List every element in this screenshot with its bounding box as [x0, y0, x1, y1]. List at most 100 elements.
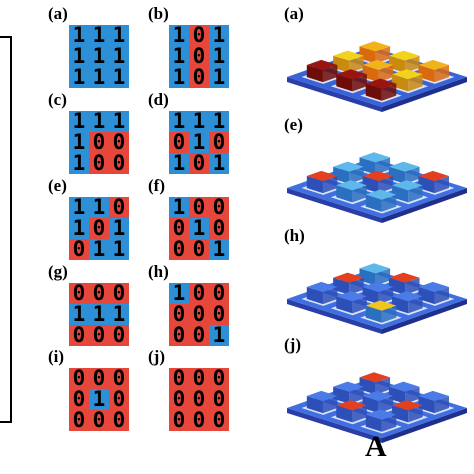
grid-cell: 1 — [69, 111, 89, 132]
block-top — [418, 390, 449, 402]
block-side — [365, 414, 382, 432]
grid-cell: 1 — [169, 111, 189, 132]
block-side — [352, 296, 367, 314]
block-side — [322, 396, 338, 414]
block-side — [365, 305, 382, 323]
block-side — [375, 157, 391, 175]
block-side — [322, 65, 338, 83]
block-top — [418, 281, 449, 293]
grid-cell: 0 — [89, 325, 109, 346]
grid-cell: 1 — [209, 25, 229, 46]
plate-edge — [287, 299, 382, 334]
grid-cell: 1 — [89, 389, 109, 410]
block-top — [306, 390, 338, 402]
grid-cell: 0 — [189, 325, 209, 346]
block-top — [333, 381, 364, 392]
figure-label: A — [365, 430, 387, 463]
block-top — [392, 400, 423, 411]
block-side — [408, 296, 423, 314]
grid-cell: 0 — [69, 283, 89, 304]
block-side — [349, 277, 364, 295]
block-side — [381, 305, 397, 323]
grid-cell: 1 — [69, 197, 89, 218]
block-top — [306, 170, 338, 182]
block-top — [333, 50, 364, 61]
grid-cell: 0 — [189, 46, 209, 67]
field-panel — [287, 372, 467, 443]
grid-cell: 1 — [89, 46, 109, 67]
grid-cell: 1 — [69, 153, 89, 174]
block-top — [359, 41, 391, 52]
grid-cell: 0 — [89, 153, 109, 174]
block-top — [392, 291, 423, 302]
block-top — [388, 381, 420, 392]
grid-cell: 0 — [169, 239, 189, 260]
grid-cell: 1 — [109, 67, 129, 88]
block-side — [381, 83, 397, 101]
grid-label: (b) — [148, 4, 169, 23]
grid-cell: 1 — [109, 111, 129, 132]
left-bracket — [0, 36, 12, 423]
block-side — [349, 386, 364, 404]
panel-label: (h) — [284, 226, 305, 245]
block-top — [362, 390, 394, 402]
block-top — [418, 170, 449, 182]
plate-edge — [382, 408, 467, 443]
grid-cell: 0 — [189, 389, 209, 410]
block-top — [333, 161, 364, 172]
block-side — [378, 287, 394, 305]
grid-cell: 1 — [209, 111, 229, 132]
grid-cell: 1 — [169, 67, 189, 88]
grid-label: (e) — [48, 176, 67, 195]
grid-cell: 0 — [189, 283, 209, 304]
block-side — [322, 176, 338, 194]
grid-cell: 0 — [189, 153, 209, 174]
block-side — [306, 65, 323, 83]
grid-cell: 0 — [209, 218, 229, 239]
field-panel — [287, 41, 467, 112]
grid-cell: 0 — [69, 410, 89, 431]
grid-cell: 1 — [89, 25, 109, 46]
block-side — [306, 287, 323, 305]
plate-edge — [382, 77, 467, 112]
block-top — [336, 180, 367, 191]
grid-cell: 0 — [169, 325, 189, 346]
grid-cell: 0 — [189, 304, 209, 325]
block-top — [418, 59, 449, 71]
block-side — [365, 83, 382, 101]
block-top — [388, 272, 420, 283]
grid-cell: 0 — [89, 283, 109, 304]
block-top — [333, 272, 364, 283]
grid-cell: 0 — [89, 132, 109, 153]
grid-cell: 0 — [69, 239, 89, 260]
block-side — [306, 396, 323, 414]
block-top — [336, 69, 367, 80]
grid-cell: 1 — [189, 218, 209, 239]
block-side — [336, 296, 353, 314]
grid-cell: 0 — [109, 368, 129, 389]
panel-label: (j) — [284, 335, 301, 354]
grid-cell: 1 — [89, 304, 109, 325]
grid-cell: 1 — [69, 46, 89, 67]
grid-cell: 1 — [109, 218, 129, 239]
grid-cell: 1 — [189, 111, 209, 132]
plate-edge — [382, 299, 467, 334]
block-top — [365, 189, 397, 200]
grid-cell: 0 — [109, 153, 129, 174]
grid-cell: 1 — [109, 25, 129, 46]
block-top — [306, 281, 338, 293]
grid-cell: 0 — [89, 218, 109, 239]
grid-cell: 0 — [209, 197, 229, 218]
grid-cell: 1 — [69, 67, 89, 88]
grid-label: (f) — [148, 176, 165, 195]
grid-cell: 0 — [89, 410, 109, 431]
field-panel — [287, 263, 467, 334]
block-side — [336, 185, 353, 203]
block-side — [352, 405, 367, 423]
block-top — [359, 152, 391, 163]
